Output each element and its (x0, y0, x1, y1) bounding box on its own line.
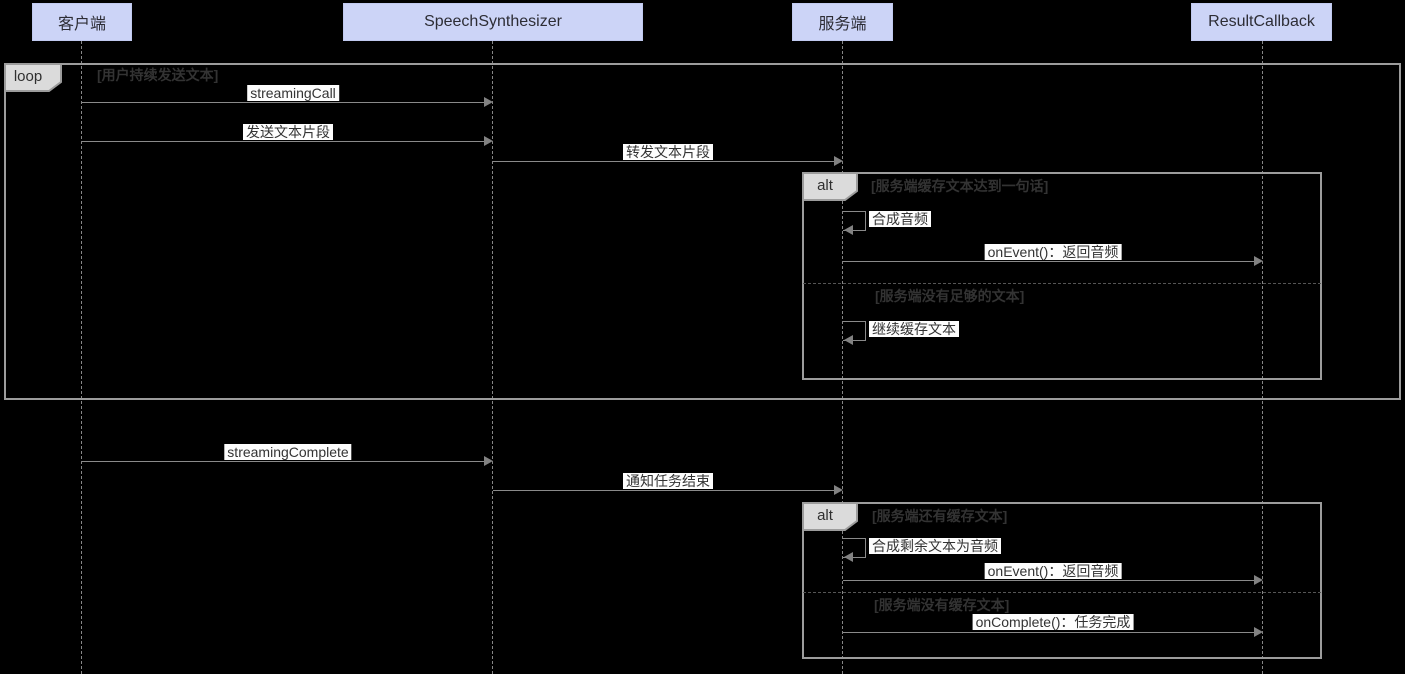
arrowhead-icon (484, 456, 493, 466)
message-notify-task-end-label: 通知任务结束 (623, 473, 713, 489)
guard-alt-1-if: [服务端缓存文本达到一句话] (871, 178, 1049, 194)
participant-client: 客户端 (32, 3, 132, 41)
participant-speech-synthesizer-label: SpeechSynthesizer (424, 13, 562, 30)
participant-server: 服务端 (792, 3, 893, 41)
participant-client-label: 客户端 (57, 16, 106, 33)
message-streamingcall-line (82, 102, 484, 103)
fragment-alt-2-divider (803, 592, 1321, 593)
pentagon-icon (4, 63, 62, 92)
lifeline-speech-synthesizer (492, 41, 493, 674)
fragment-alt-2 (802, 502, 1322, 659)
self-message-synthesize-audio-loop (843, 211, 866, 231)
guard-alt-2-if: [服务端还有缓存文本] (872, 508, 1008, 524)
message-oncomplete-task-done-label: onComplete()：任务完成 (972, 614, 1134, 630)
participant-result-callback-label: ResultCallback (1208, 13, 1315, 30)
fragment-alt-2-pentagon: alt (802, 502, 858, 531)
pentagon-icon (802, 502, 858, 531)
lifeline-client (81, 41, 82, 674)
self-message-continue-caching-loop (843, 321, 866, 341)
message-streamingcall-label: streamingCall (247, 85, 339, 101)
message-notify-task-end-line (493, 490, 834, 491)
participant-speech-synthesizer: SpeechSynthesizer (343, 3, 643, 41)
arrowhead-icon (834, 485, 843, 495)
arrowhead-icon (484, 97, 493, 107)
arrowhead-icon (484, 136, 493, 146)
fragment-loop-pentagon: loop (4, 63, 62, 92)
guard-loop: [用户持续发送文本] (97, 67, 219, 83)
self-message-synthesize-remaining-loop (843, 538, 866, 558)
arrowhead-icon (1254, 256, 1263, 266)
message-onevent-return-audio-1-line (843, 261, 1254, 262)
participant-server-label: 服务端 (818, 16, 867, 33)
fragment-alt-2-operator: alt (817, 507, 833, 524)
message-send-text-fragment-label: 发送文本片段 (243, 124, 333, 140)
message-streamingcomplete-label: streamingComplete (224, 444, 352, 460)
arrowhead-icon (844, 335, 853, 345)
participant-result-callback: ResultCallback (1191, 3, 1332, 41)
message-forward-text-fragment-label: 转发文本片段 (623, 144, 713, 160)
lifeline-result-callback (1262, 41, 1263, 674)
fragment-loop (4, 63, 1401, 400)
arrowhead-icon (844, 552, 853, 562)
self-message-synthesize-remaining-label: 合成剩余文本为音频 (869, 538, 1001, 554)
message-streamingcomplete-line (82, 461, 484, 462)
lifeline-server (842, 41, 843, 674)
fragment-alt-1-divider (803, 283, 1321, 284)
fragment-alt-1-pentagon: alt (802, 172, 858, 201)
message-send-text-fragment-line (82, 141, 484, 142)
message-forward-text-fragment-line (493, 161, 834, 162)
fragment-alt-1 (802, 172, 1322, 380)
message-onevent-return-audio-1-label: onEvent()：返回音频 (984, 244, 1122, 260)
guard-alt-2-else: [服务端没有缓存文本] (874, 597, 1010, 613)
fragment-alt-1-operator: alt (817, 177, 833, 194)
self-message-continue-caching-label: 继续缓存文本 (869, 321, 959, 337)
message-onevent-return-audio-2-label: onEvent()：返回音频 (984, 563, 1122, 579)
arrowhead-icon (844, 225, 853, 235)
message-onevent-return-audio-2-line (843, 580, 1254, 581)
message-oncomplete-task-done-line (843, 632, 1254, 633)
arrowhead-icon (1254, 575, 1263, 585)
arrowhead-icon (1254, 627, 1263, 637)
arrowhead-icon (834, 156, 843, 166)
guard-alt-1-else: [服务端没有足够的文本] (875, 288, 1025, 304)
self-message-synthesize-audio-label: 合成音频 (869, 211, 931, 227)
pentagon-icon (802, 172, 858, 201)
fragment-loop-operator: loop (13, 68, 43, 85)
